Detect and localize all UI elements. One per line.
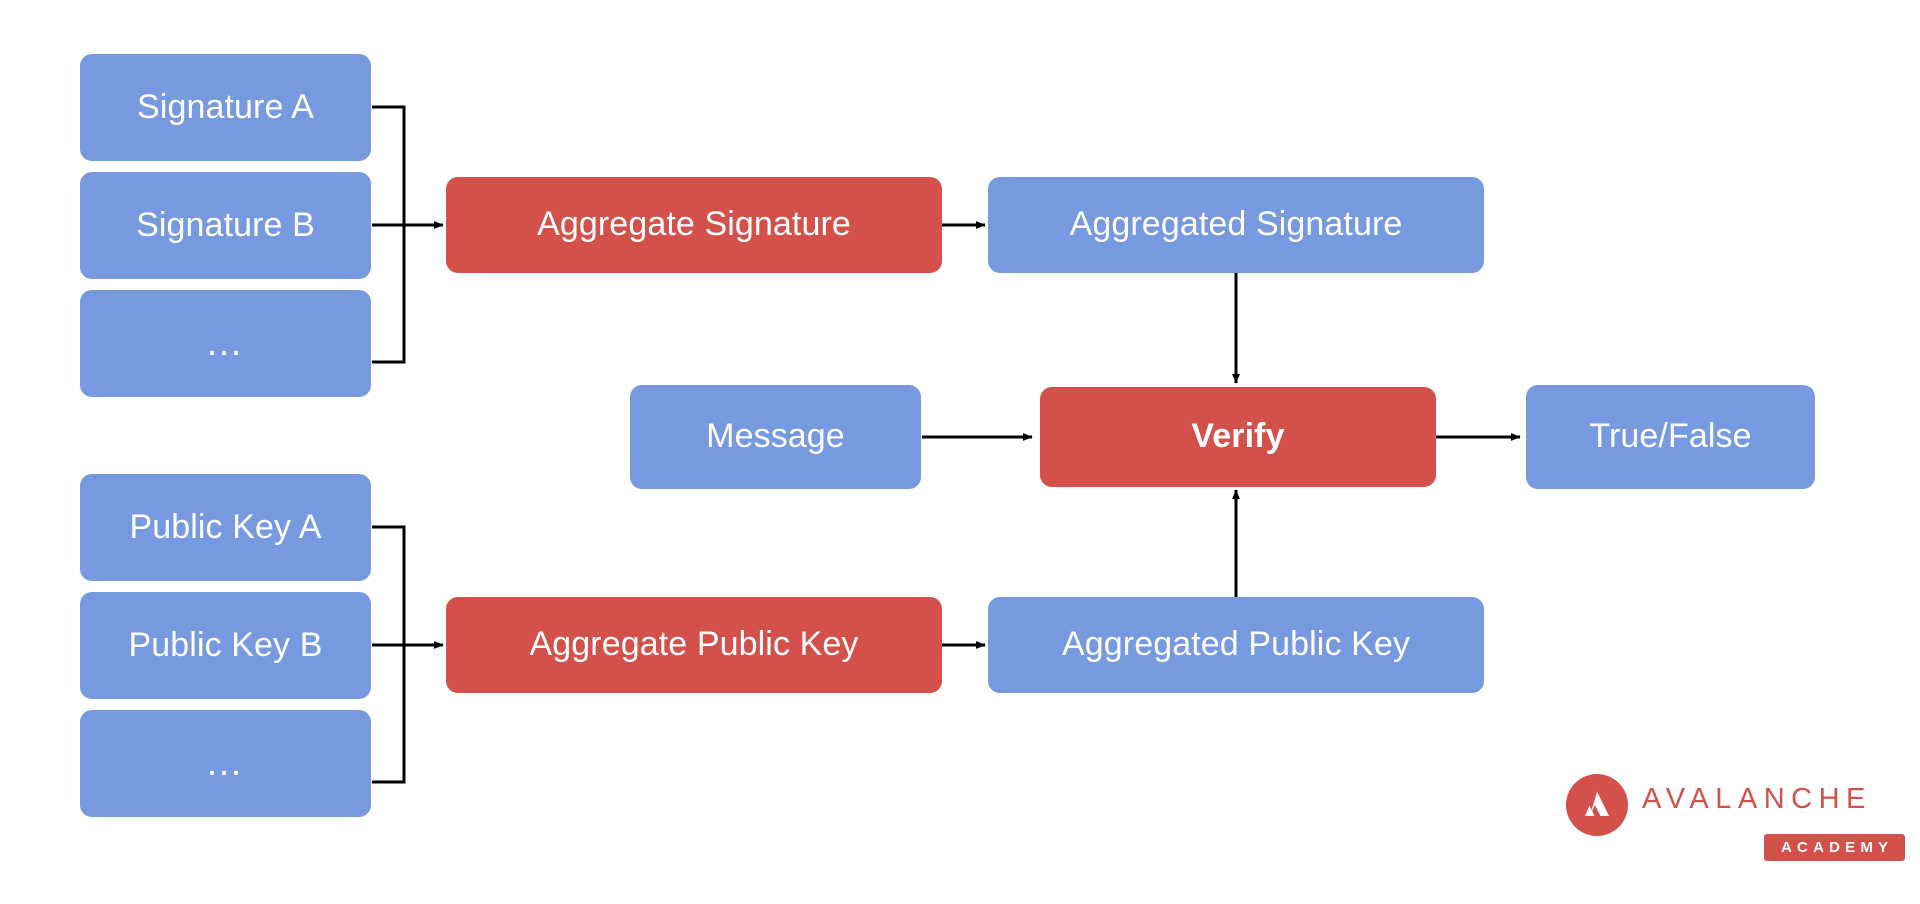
node-aggregate-signature[interactable]: Aggregate Signature xyxy=(446,177,942,273)
node-verify[interactable]: Verify xyxy=(1040,387,1436,487)
node-result-label: True/False xyxy=(1589,417,1752,456)
node-signature-ellipsis-label: … xyxy=(205,321,246,364)
node-public-key-ellipsis-label: … xyxy=(205,741,246,784)
node-aggregated-signature-label: Aggregated Signature xyxy=(1069,205,1403,244)
node-aggregate-public-key[interactable]: Aggregate Public Key xyxy=(446,597,942,693)
academy-badge: ACADEMY xyxy=(1764,834,1906,861)
node-aggregated-public-key-label: Aggregated Public Key xyxy=(1062,625,1410,664)
node-public-key-a[interactable]: Public Key A xyxy=(80,474,371,581)
node-public-key-b[interactable]: Public Key B xyxy=(80,592,371,699)
avalanche-academy-logo: AVALANCHE ACADEMY xyxy=(1566,772,1906,868)
node-signature-ellipsis[interactable]: … xyxy=(80,290,371,397)
node-signature-b-label: Signature B xyxy=(136,205,315,244)
node-message[interactable]: Message xyxy=(630,385,921,489)
node-signature-a-label: Signature A xyxy=(137,87,314,126)
wire-public-key-bus xyxy=(372,525,406,784)
avalanche-wordmark: AVALANCHE xyxy=(1642,783,1872,815)
node-aggregated-signature[interactable]: Aggregated Signature xyxy=(988,177,1484,273)
node-aggregate-public-key-label: Aggregate Public Key xyxy=(529,625,859,664)
avalanche-mark-icon xyxy=(1566,774,1628,836)
node-aggregate-signature-label: Aggregate Signature xyxy=(537,205,851,244)
node-public-key-b-label: Public Key B xyxy=(128,625,323,664)
node-message-label: Message xyxy=(706,417,845,456)
node-aggregated-public-key[interactable]: Aggregated Public Key xyxy=(988,597,1484,693)
node-verify-label: Verify xyxy=(1191,417,1285,456)
wire-signature-bus xyxy=(372,105,406,364)
node-signature-b[interactable]: Signature B xyxy=(80,172,371,279)
node-result[interactable]: True/False xyxy=(1526,385,1815,489)
node-public-key-ellipsis[interactable]: … xyxy=(80,710,371,817)
node-public-key-a-label: Public Key A xyxy=(129,507,322,546)
node-signature-a[interactable]: Signature A xyxy=(80,54,371,161)
